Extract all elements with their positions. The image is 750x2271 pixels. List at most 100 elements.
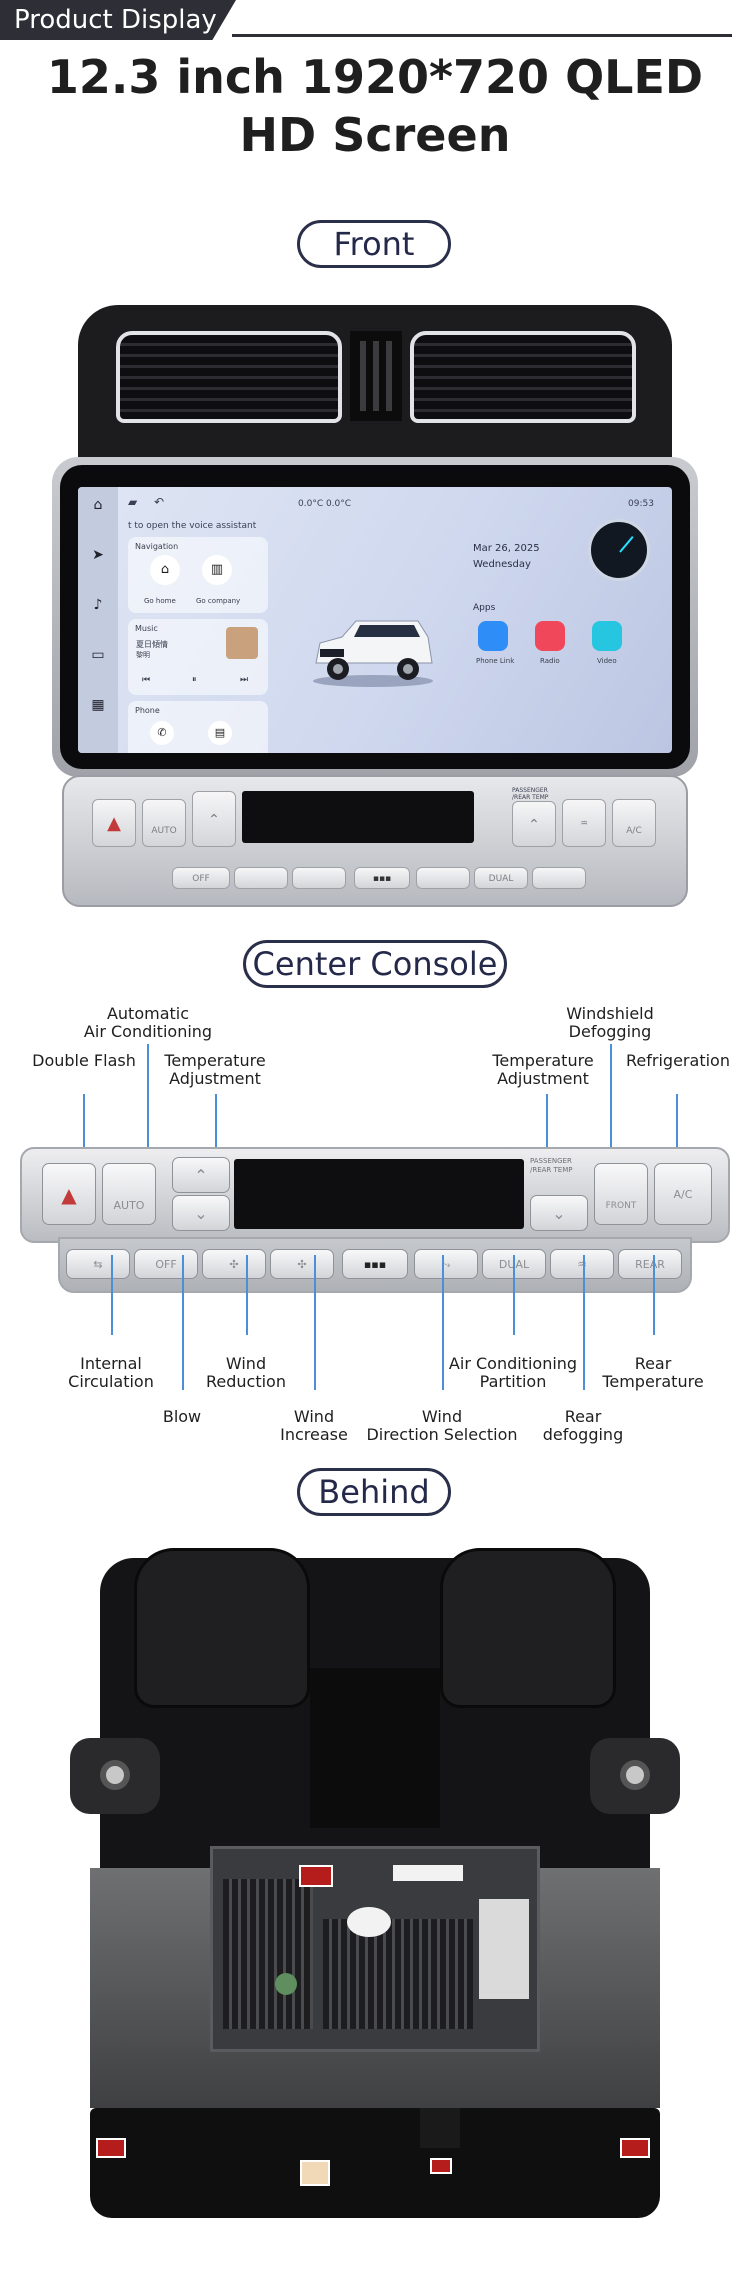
music-title: Music — [135, 624, 158, 633]
wind-direction-button[interactable]: ⤳ — [414, 1249, 478, 1279]
pause-icon[interactable]: ⏸ — [192, 675, 197, 685]
display-screen: ⌂ ➤ ♪ ▭ ▦ ▰ ↶ 0.0°C 0.0°C 09:53 t to ope… — [78, 487, 672, 753]
product-display-tag: Product Display — [0, 0, 236, 40]
head-unit-back — [70, 1548, 680, 2230]
weekday-label: Wednesday — [473, 559, 531, 570]
temp-left-down-button[interactable]: ⌄ — [172, 1195, 230, 1231]
top-vent-frame — [78, 305, 672, 465]
front-temp-left-button[interactable]: ⌃ — [192, 791, 236, 847]
front-off-button[interactable]: OFF — [172, 867, 230, 889]
phone-card[interactable]: Phone ✆ ▤ — [128, 701, 268, 753]
console-upper: ▲ AUTO ⌃ ⌄ PASSENGER /REAR TEMP ⌄ FRONT … — [20, 1147, 730, 1243]
back-icon[interactable]: ↶ — [154, 495, 165, 509]
left-mount-bracket — [70, 1738, 160, 1814]
right-red-plug — [620, 2138, 650, 2158]
label-windshield-defogging: Windshield Defogging — [566, 1004, 654, 1041]
left-red-plug — [96, 2138, 126, 2158]
date-label: Mar 26, 2025 — [473, 543, 540, 554]
front-ac-button[interactable]: A/C — [612, 799, 656, 847]
front-climate-panel: ▲ AUTO ⌃ PASSENGER /REAR TEMP ⌃ ♒ A/C OF… — [62, 775, 688, 907]
voice-assistant-hint[interactable]: t to open the voice assistant — [128, 521, 257, 531]
front-fan-down-button[interactable] — [234, 867, 288, 889]
label-rear-defogging: Rear defogging — [542, 1407, 624, 1444]
heatsink-center — [323, 1919, 473, 2029]
right-air-vent — [410, 331, 636, 423]
line-wind-reduction — [246, 1255, 248, 1335]
passenger-rear-temp-label: PASSENGER /REAR TEMP — [530, 1157, 573, 1174]
headline-line2: HD Screen — [239, 108, 511, 162]
music-note-icon[interactable]: ♪ — [93, 597, 103, 613]
video-icon[interactable] — [592, 621, 622, 651]
head-unit-front: ⌂ ➤ ♪ ▭ ▦ ▰ ↶ 0.0°C 0.0°C 09:53 t to ope… — [52, 305, 698, 915]
front-defog-button[interactable]: FRONT — [594, 1163, 648, 1225]
front-auto-button[interactable]: AUTO — [142, 799, 186, 847]
side-connectors — [479, 1899, 529, 1999]
next-track-icon[interactable]: ⏭ — [240, 675, 249, 685]
front-defog-button[interactable]: ♒ — [562, 799, 606, 847]
navigation-arrow-icon[interactable]: ➤ — [92, 547, 104, 563]
status-bar: ▰ ↶ 0.0°C 0.0°C 09:53 — [128, 495, 658, 515]
ac-button[interactable]: A/C — [654, 1163, 712, 1225]
analog-clock — [588, 519, 650, 581]
front-direction-button[interactable] — [416, 867, 470, 889]
apps-title: Apps — [473, 603, 496, 613]
album-art — [226, 627, 258, 659]
qc-seal — [347, 1907, 391, 1937]
phone-call-icon[interactable]: ✆ — [150, 721, 174, 745]
radio-icon[interactable] — [535, 621, 565, 651]
front-fan-up-button[interactable] — [292, 867, 346, 889]
line-automatic-ac — [147, 1044, 149, 1186]
apps-grid-icon[interactable]: ▦ — [91, 697, 105, 713]
front-rear-defog-button[interactable] — [532, 867, 586, 889]
rear-button[interactable]: REAR — [618, 1249, 682, 1279]
off-button[interactable]: OFF — [134, 1249, 198, 1279]
front-mode-button[interactable]: ▪▪▪ — [354, 867, 410, 889]
screen-sidebar: ⌂ ➤ ♪ ▭ ▦ — [78, 487, 118, 753]
section-behind-pill: Behind — [297, 1468, 451, 1516]
double-flash-button[interactable]: ▲ — [42, 1163, 96, 1225]
console-display — [234, 1159, 524, 1229]
internal-circulation-button[interactable]: ⇆ — [66, 1249, 130, 1279]
folder-icon[interactable]: ▰ — [128, 495, 138, 509]
label-wind-direction: Wind Direction Selection — [366, 1407, 518, 1444]
temp-left-up-button[interactable]: ⌃ — [172, 1157, 230, 1193]
gps-connector — [275, 1973, 297, 1995]
label-wind-reduction: Wind Reduction — [206, 1354, 286, 1391]
console-lower: ⇆ OFF ✣ ✣ ▪▪▪ ⤳ DUAL ♒ REAR — [58, 1237, 692, 1293]
mode-button[interactable]: ▪▪▪ — [342, 1249, 408, 1279]
wind-increase-button[interactable]: ✣ — [270, 1249, 334, 1279]
go-home-label: Go home — [144, 597, 176, 605]
label-rear-temperature: Rear Temperature — [602, 1354, 704, 1391]
home-icon[interactable]: ⌂ — [93, 497, 103, 513]
front-hazard-button[interactable]: ▲ — [92, 799, 136, 847]
front-dual-button[interactable]: DUAL — [474, 867, 528, 889]
wind-reduction-button[interactable]: ✣ — [202, 1249, 266, 1279]
label-ac-partition: Air Conditioning Partition — [448, 1354, 578, 1391]
vehicle-image — [313, 620, 433, 687]
contacts-icon[interactable]: ▤ — [208, 721, 232, 745]
clock-time: 09:53 — [628, 499, 654, 509]
label-blow: Blow — [162, 1407, 202, 1426]
car-icon[interactable]: ▭ — [91, 647, 105, 663]
previous-track-icon[interactable]: ⏮ — [142, 675, 151, 685]
line-rear-temperature — [653, 1255, 655, 1335]
rear-defog-button[interactable]: ♒ — [550, 1249, 614, 1279]
red-connector — [299, 1865, 333, 1887]
headline-line1: 12.3 inch 1920*720 QLED — [46, 50, 704, 104]
go-company-button[interactable]: ▥ — [202, 555, 232, 585]
line-internal-circulation — [111, 1255, 113, 1335]
line-ac-partition — [513, 1255, 515, 1335]
label-temp-adjust-left: Temperature Adjustment — [164, 1051, 266, 1088]
navigation-card[interactable]: Navigation ⌂ ▥ Go home Go company — [128, 537, 268, 613]
auto-button[interactable]: AUTO — [102, 1163, 156, 1225]
line-blow — [182, 1255, 184, 1390]
go-home-button[interactable]: ⌂ — [150, 555, 180, 585]
front-temp-right-button[interactable]: ⌃ — [512, 801, 556, 847]
main-board — [210, 1846, 540, 2052]
phone-link-icon[interactable] — [478, 621, 508, 651]
center-console-panel: ▲ AUTO ⌃ ⌄ PASSENGER /REAR TEMP ⌄ FRONT … — [20, 1147, 730, 1297]
music-card[interactable]: Music 夏日傾情 黎明 ⏮ ⏸ ⏭ — [128, 619, 268, 695]
phone-title: Phone — [135, 706, 160, 715]
temp-right-down-button[interactable]: ⌄ — [530, 1195, 588, 1231]
line-wind-increase — [314, 1255, 316, 1390]
